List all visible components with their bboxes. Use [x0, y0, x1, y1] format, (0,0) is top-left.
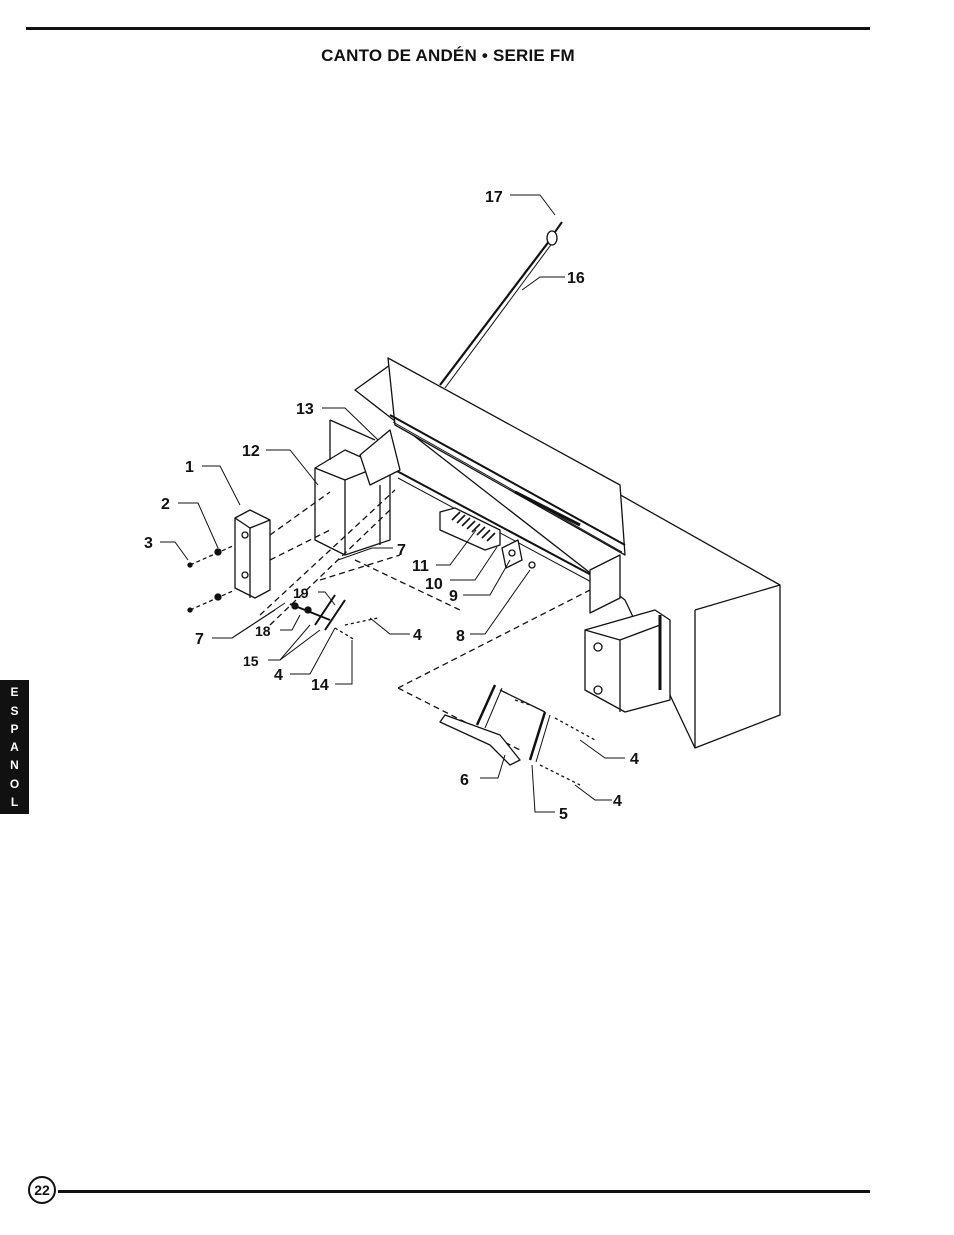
callout-10: 10	[425, 576, 443, 593]
callout-labels: 17 16 13 12 1 2 3 7 11 10 9 19 7 18 15 4…	[144, 189, 639, 823]
plate-9	[501, 539, 523, 569]
page-header: CANTO DE ANDÉN • SERIE FM	[321, 46, 575, 65]
callout-1: 1	[185, 459, 194, 476]
right-bumper-pad	[584, 609, 671, 713]
page-number: 22	[28, 1176, 56, 1204]
callout-8: 8	[456, 628, 465, 645]
bottom-rule	[58, 1190, 870, 1193]
language-tab-letter: A	[10, 740, 19, 754]
language-tab-letter: L	[10, 794, 19, 809]
callout-6: 6	[460, 772, 469, 789]
callout-17: 17	[485, 189, 503, 206]
language-tab-letter: O	[9, 776, 20, 791]
spring-coils	[451, 511, 496, 542]
callout-7-lower: 7	[195, 631, 204, 648]
callout-13: 13	[296, 401, 314, 418]
language-tab-letter: E	[10, 685, 19, 700]
lower-bracket	[439, 714, 521, 766]
callout-3: 3	[144, 535, 153, 552]
language-tab: E S P A N O L	[0, 680, 29, 814]
language-tab-letter: N	[10, 758, 19, 773]
callout-4-left: 4	[413, 627, 422, 644]
callout-16: 16	[567, 270, 585, 287]
callout-leaders	[160, 194, 625, 813]
callout-7-upper: 7	[397, 542, 406, 559]
callout-11: 11	[412, 558, 429, 575]
top-rule	[26, 27, 870, 30]
language-tab-letter: P	[10, 721, 19, 736]
callout-14: 14	[311, 677, 329, 694]
callout-4-mid: 4	[274, 667, 283, 684]
callout-15: 15	[243, 653, 259, 669]
callout-4-right-lower: 4	[613, 793, 622, 810]
side-plate-13	[359, 429, 401, 486]
left-bumper-pad	[234, 509, 271, 599]
edge-plate	[387, 357, 626, 556]
callout-18: 18	[255, 623, 271, 639]
language-tab-letter: S	[10, 703, 19, 718]
callout-4-right-upper: 4	[630, 751, 639, 768]
callout-5: 5	[559, 806, 568, 823]
callout-12: 12	[242, 443, 260, 460]
callout-9: 9	[449, 588, 458, 605]
dock-bumper-drawing	[187, 221, 781, 786]
right-side-plate	[589, 554, 621, 614]
callout-2: 2	[161, 496, 170, 513]
spring-bracket	[439, 507, 501, 551]
callout-19: 19	[293, 585, 309, 601]
